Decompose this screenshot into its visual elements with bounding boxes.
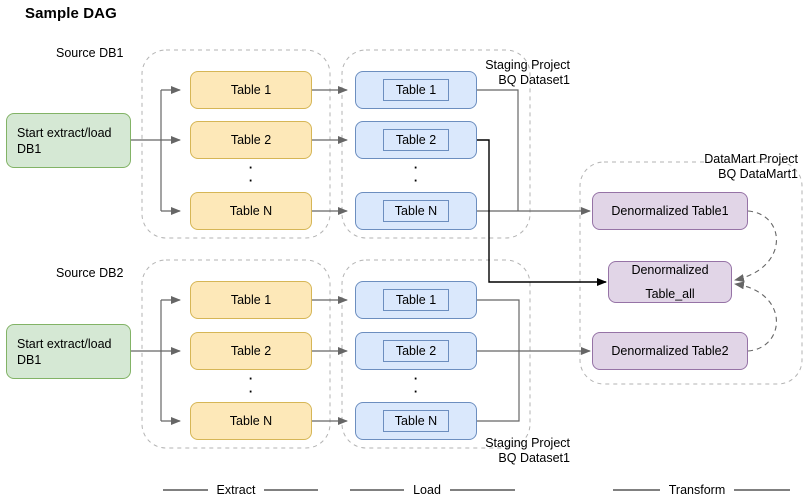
extract-bottom-ellipsis: · · [248,372,254,399]
denormalized-table1[interactable]: Denormalized Table1 [592,192,748,230]
load-top-table-n-inner: Table N [383,200,449,222]
denormalized-table-all-line2: Table_all [645,287,695,301]
load-bottom-table-n[interactable]: Table N [355,402,477,440]
load-bottom-table-1[interactable]: Table 1 [355,281,477,319]
extract-bottom-table-n[interactable]: Table N [190,402,312,440]
denormalized-table2[interactable]: Denormalized Table2 [592,332,748,370]
load-bottom-table-2-inner: Table 2 [383,340,449,362]
denormalized-table-all-line1: Denormalized [631,263,709,277]
extract-top-table-2[interactable]: Table 2 [190,121,312,159]
load-bottom-table-1-inner: Table 1 [383,289,449,311]
denormalized-table-all[interactable]: Denormalized Table_all [608,261,732,303]
load-top-table-1-inner: Table 1 [383,79,449,101]
phase-label-load: Load [404,483,450,498]
extract-top-ellipsis: · · [248,161,254,188]
datamart-label: DataMart Project BQ DataMart1 [704,152,798,181]
load-top-table-2[interactable]: Table 2 [355,121,477,159]
start-node-db1-top[interactable]: Start extract/load DB1 [6,113,131,168]
load-top-ellipsis: · · [413,161,419,188]
source-db1-label: Source DB1 [56,46,124,60]
load-top-table-n[interactable]: Table N [355,192,477,230]
load-bottom-table-2[interactable]: Table 2 [355,332,477,370]
load-bottom-table-n-inner: Table N [383,410,449,432]
staging-bottom-label: Staging Project BQ Dataset1 [485,436,570,465]
staging-top-label: Staging Project BQ Dataset1 [485,58,570,87]
load-bottom-ellipsis: · · [413,372,419,399]
phase-label-transform: Transform [660,483,734,498]
source-db2-label: Source DB2 [56,266,124,280]
load-top-table-1[interactable]: Table 1 [355,71,477,109]
extract-bottom-table-2[interactable]: Table 2 [190,332,312,370]
extract-top-table-1[interactable]: Table 1 [190,71,312,109]
extract-bottom-table-1[interactable]: Table 1 [190,281,312,319]
page-title: Sample DAG [25,5,117,22]
extract-top-table-n[interactable]: Table N [190,192,312,230]
start-node-db1-bottom[interactable]: Start extract/load DB1 [6,324,131,379]
phase-label-extract: Extract [208,483,264,498]
load-top-table-2-inner: Table 2 [383,129,449,151]
